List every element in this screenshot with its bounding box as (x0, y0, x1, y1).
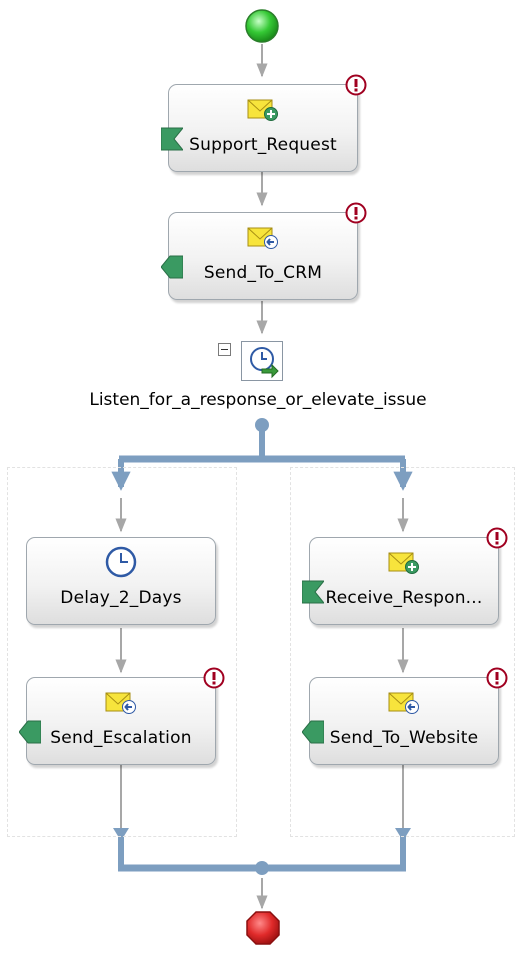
send-message-icon (388, 692, 419, 714)
clock-icon (105, 546, 137, 578)
warning-icon[interactable] (486, 667, 508, 689)
warning-icon[interactable] (203, 667, 225, 689)
send-escalation-shape[interactable]: Send_Escalation (19, 667, 225, 765)
send-port-icon (161, 255, 183, 279)
send-to-crm-label: Send_To_CRM (203, 263, 323, 283)
join-arrow-left (113, 828, 129, 841)
join-arrow-right (395, 828, 411, 841)
receive-message-icon (388, 552, 419, 574)
listen-label: Listen_for_a_response_or_elevate_issue (89, 390, 427, 410)
join-dot (255, 861, 269, 875)
collapse-icon[interactable] (218, 343, 231, 356)
send-message-icon (247, 227, 278, 249)
listen-branch-1[interactable] (7, 467, 237, 837)
send-message-icon (105, 692, 136, 714)
start-circle-icon[interactable] (244, 8, 280, 44)
delay-2-days-shape[interactable]: Delay_2_Days (26, 537, 216, 625)
warning-icon[interactable] (486, 527, 508, 549)
receive-response-shape[interactable]: Receive_Respon... (302, 527, 508, 625)
receive-port-icon (302, 580, 324, 604)
stop-octagon-icon[interactable] (245, 910, 281, 946)
send-to-crm-shape[interactable]: Send_To_CRM (161, 202, 367, 300)
send-to-website-shape[interactable]: Send_To_Website (302, 667, 508, 765)
listen-stem-dot (255, 418, 269, 432)
receive-port-icon (161, 127, 183, 151)
receive-message-icon (247, 99, 278, 121)
support-request-label: Support_Request (189, 135, 337, 155)
send-to-website-label: Send_To_Website (329, 728, 479, 748)
warning-icon[interactable] (345, 202, 367, 224)
send-port-icon (302, 720, 324, 744)
receive-response-label: Receive_Respon... (325, 588, 483, 608)
support-request-shape[interactable]: Support_Request (161, 74, 367, 172)
send-escalation-label: Send_Escalation (50, 728, 192, 748)
send-port-icon (19, 720, 41, 744)
listen-icon (250, 347, 279, 379)
warning-icon[interactable] (345, 74, 367, 96)
delay-2-days-label: Delay_2_Days (60, 588, 182, 608)
listen-branch-2[interactable] (290, 467, 515, 837)
listen-shape[interactable] (241, 341, 283, 381)
